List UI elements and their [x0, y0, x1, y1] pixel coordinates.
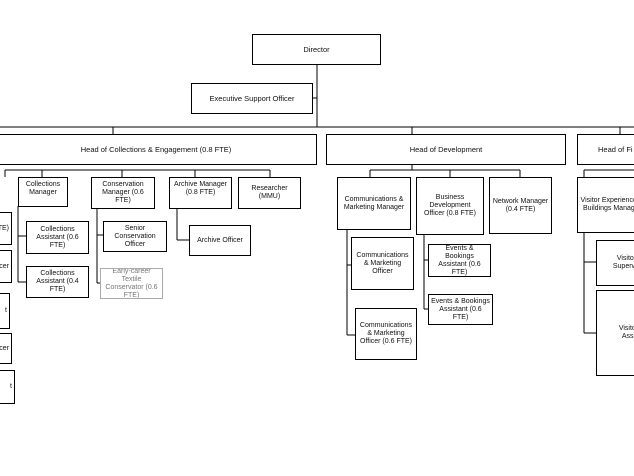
- head-development-label: Head of Development: [409, 145, 483, 154]
- collections-assistant-2-box: Collections Assistant (0.4 FTE): [26, 266, 89, 298]
- visitor-supervisor-box: Visitor Supervis: [596, 240, 634, 286]
- senior-conservation-box: Senior Conservation Officer: [103, 221, 167, 252]
- director-box: Director: [252, 34, 381, 65]
- comms-officer-2-label: Communications & Marketing Officer (0.6 …: [359, 322, 413, 345]
- director-label: Director: [303, 45, 330, 54]
- comms-manager-box: Communications & Marketing Manager: [337, 177, 411, 230]
- business-development-label: Business Development Officer (0.8 FTE): [424, 194, 476, 217]
- archive-officer-label: Archive Officer: [197, 236, 243, 244]
- comms-officer-1-label: Communications & Marketing Officer: [356, 251, 409, 275]
- head-collections-box: Head of Collections & Engagement (0.8 FT…: [0, 134, 317, 165]
- exec-support-label: Executive Support Officer: [209, 94, 295, 103]
- cut-off-label-4: icer: [0, 344, 9, 352]
- researcher-label: Researcher (MMU): [251, 185, 288, 200]
- collections-assistant-1-label: Collections Assistant (0.6 FTE): [36, 225, 79, 249]
- events-assistant-2-label: Events & Bookings Assistant (0.6 FTE): [431, 297, 490, 321]
- visitor-experience-label: Visitor Experience & Buildings Manager: [580, 197, 634, 212]
- cut-off-label-3: t: [5, 307, 7, 314]
- cut-off-label-5: t: [10, 383, 12, 390]
- cut-off-label-2: cer: [0, 262, 9, 270]
- head-finance-box: Head of Fi: [577, 134, 634, 165]
- events-assistant-2-box: Events & Bookings Assistant (0.6 FTE): [428, 294, 493, 325]
- senior-conservation-label: Senior Conservation Officer: [114, 224, 156, 248]
- visitor-experience-box: Visitor Experience & Buildings Manager: [577, 177, 634, 233]
- network-manager-label: Network Manager (0.4 FTE): [492, 197, 549, 213]
- collections-assistant-2-label: Collections Assistant (0.4 FTE): [36, 270, 79, 293]
- events-assistant-label: Events & Bookings Assistant (0.6 FTE): [438, 244, 481, 276]
- comms-officer-2-box: Communications & Marketing Officer (0.6 …: [355, 308, 417, 360]
- conservation-manager-label: Conservation Manager (0.6 FTE): [102, 181, 144, 204]
- cut-off-box-5: t: [0, 370, 15, 404]
- visitor-assistant-label: Visitor Assi: [618, 325, 634, 340]
- cut-off-box-1: TE): [0, 212, 12, 245]
- collections-manager-label: Collections Manager: [25, 181, 61, 196]
- visitor-assistant-box: Visitor Assi: [596, 290, 634, 376]
- head-finance-label: Head of Fi: [598, 145, 633, 154]
- network-manager-box: Network Manager (0.4 FTE): [489, 177, 552, 234]
- early-career-label: Early-career Textile Conservator (0.6 FT…: [105, 268, 158, 299]
- collections-assistant-1-box: Collections Assistant (0.6 FTE): [26, 221, 89, 254]
- archive-manager-box: Archive Manager (0.8 FTE): [169, 177, 232, 209]
- comms-manager-label: Communications & Marketing Manager: [343, 195, 405, 211]
- events-assistant-box: Events & Bookings Assistant (0.6 FTE): [428, 244, 491, 277]
- conservation-manager-box: Conservation Manager (0.6 FTE): [91, 177, 155, 209]
- exec-support-box: Executive Support Officer: [191, 83, 313, 114]
- head-collections-label: Head of Collections & Engagement (0.8 FT…: [80, 145, 232, 154]
- researcher-box: Researcher (MMU): [238, 177, 301, 209]
- cut-off-box-2: cer: [0, 250, 12, 283]
- archive-manager-label: Archive Manager (0.8 FTE): [174, 181, 227, 196]
- visitor-supervisor-label: Visitor Supervis: [612, 255, 634, 270]
- cut-off-box-3: t: [0, 293, 10, 329]
- collections-manager-box: Collections Manager: [18, 177, 68, 207]
- archive-officer-box: Archive Officer: [189, 225, 251, 256]
- early-career-box: Early-career Textile Conservator (0.6 FT…: [100, 268, 163, 299]
- business-development-box: Business Development Officer (0.8 FTE): [416, 177, 484, 235]
- cut-off-label-1: TE): [0, 224, 9, 232]
- cut-off-box-4: icer: [0, 333, 12, 364]
- comms-officer-1-box: Communications & Marketing Officer: [351, 237, 414, 290]
- head-development-box: Head of Development: [326, 134, 566, 165]
